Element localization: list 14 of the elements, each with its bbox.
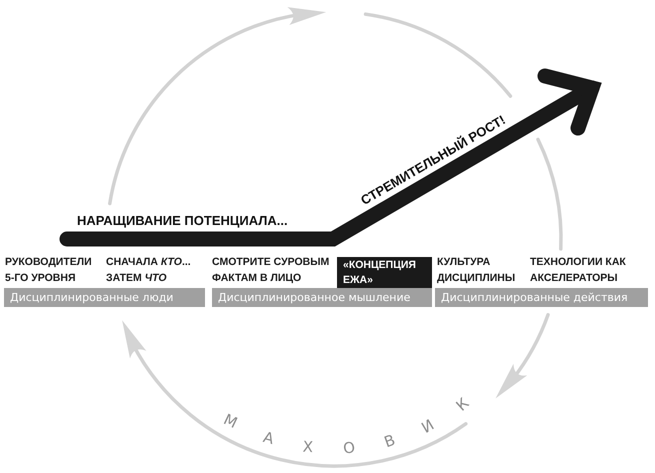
category-label: Дисциплинированные действия: [441, 291, 628, 304]
principle-label: «КОНЦЕПЦИЯ ЕЖА»: [343, 258, 417, 288]
principle-label: РУКОВОДИТЕЛИ 5-ГО УРОВНЯ: [5, 255, 93, 286]
category-label: Дисциплинированное мышление: [218, 291, 410, 304]
principle-label: КУЛЬТУРА ДИСЦИПЛИНЫ: [437, 255, 516, 286]
principle-label: СМОТРИТЕ СУРОВЫМ ФАКТАМ В ЛИЦО: [212, 255, 330, 286]
category-band: [4, 288, 205, 307]
principle-label: СНАЧАЛА КТО... ЗАТЕМ ЧТО: [106, 255, 192, 286]
principle-label: ТЕХНОЛОГИИ КАК АКСЕЛЕРАТОРЫ: [530, 255, 627, 286]
phase-label: НАРАЩИВАНИЕ ПОТЕНЦИАЛА...: [77, 213, 288, 228]
highlight-box: [337, 257, 432, 288]
category-band: [212, 288, 432, 307]
category-band: [435, 288, 648, 307]
category-label: Дисциплинированные люди: [10, 291, 174, 304]
